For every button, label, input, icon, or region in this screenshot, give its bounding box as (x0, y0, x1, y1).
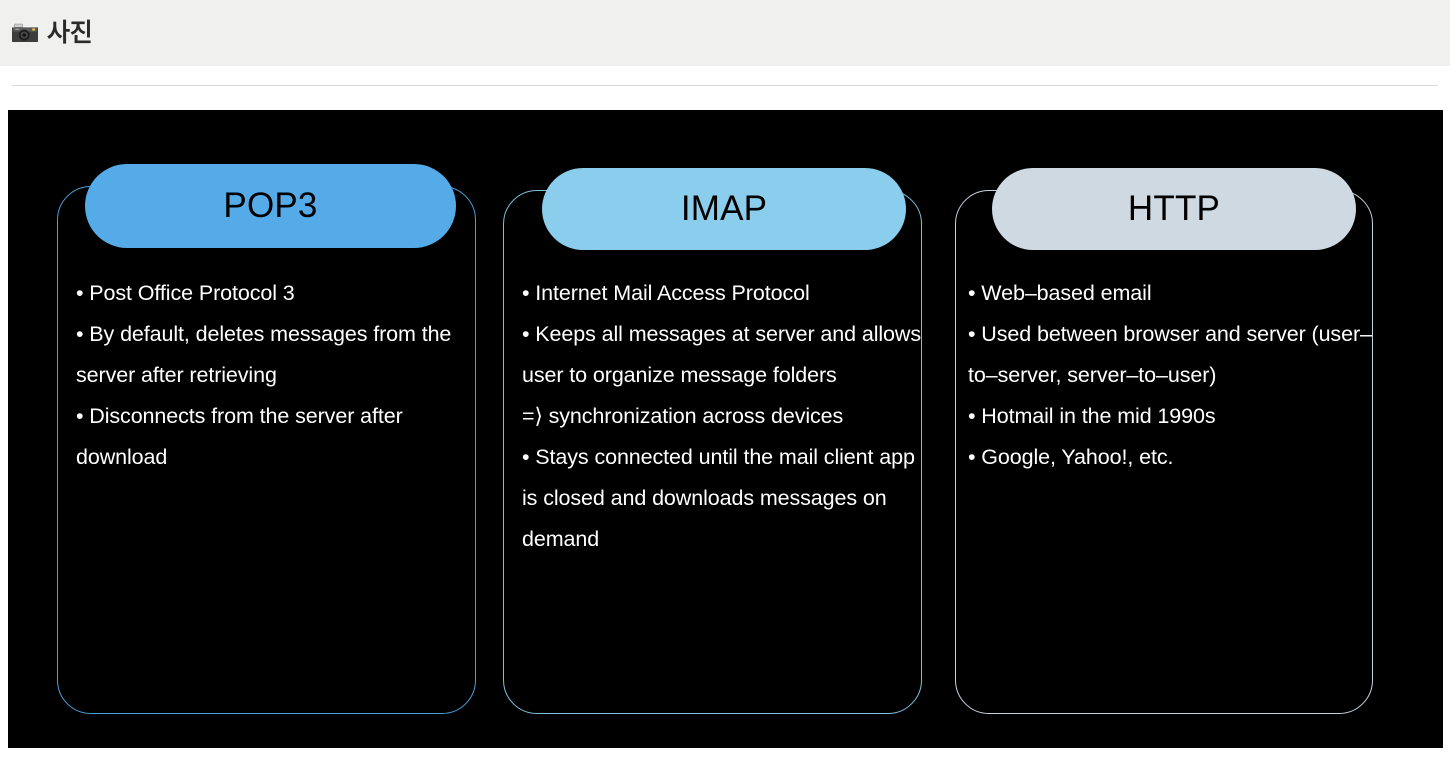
card-imap-bullets: • Internet Mail Access Protocol • Keeps … (522, 281, 921, 551)
card-pop3-title: POP3 (85, 164, 456, 248)
camera-icon (12, 23, 38, 42)
slide-canvas: POP3 • Post Office Protocol 3 • By defau… (8, 110, 1443, 748)
card-pop3-bullets: • Post Office Protocol 3 • By default, d… (76, 281, 452, 469)
card-imap-body: • Internet Mail Access Protocol • Keeps … (522, 273, 922, 560)
header-inner: 사진 (0, 18, 93, 47)
page-header: 사진 (0, 0, 1450, 66)
card-http-title: HTTP (992, 168, 1356, 250)
card-pop3-body: • Post Office Protocol 3 • By default, d… (76, 273, 468, 478)
card-imap-title: IMAP (542, 168, 906, 250)
header-divider (12, 85, 1438, 86)
card-http-bullets: • Web–based email • Used between browser… (968, 281, 1372, 469)
page-title: 사진 (47, 18, 93, 47)
card-http-body: • Web–based email • Used between browser… (968, 273, 1372, 478)
